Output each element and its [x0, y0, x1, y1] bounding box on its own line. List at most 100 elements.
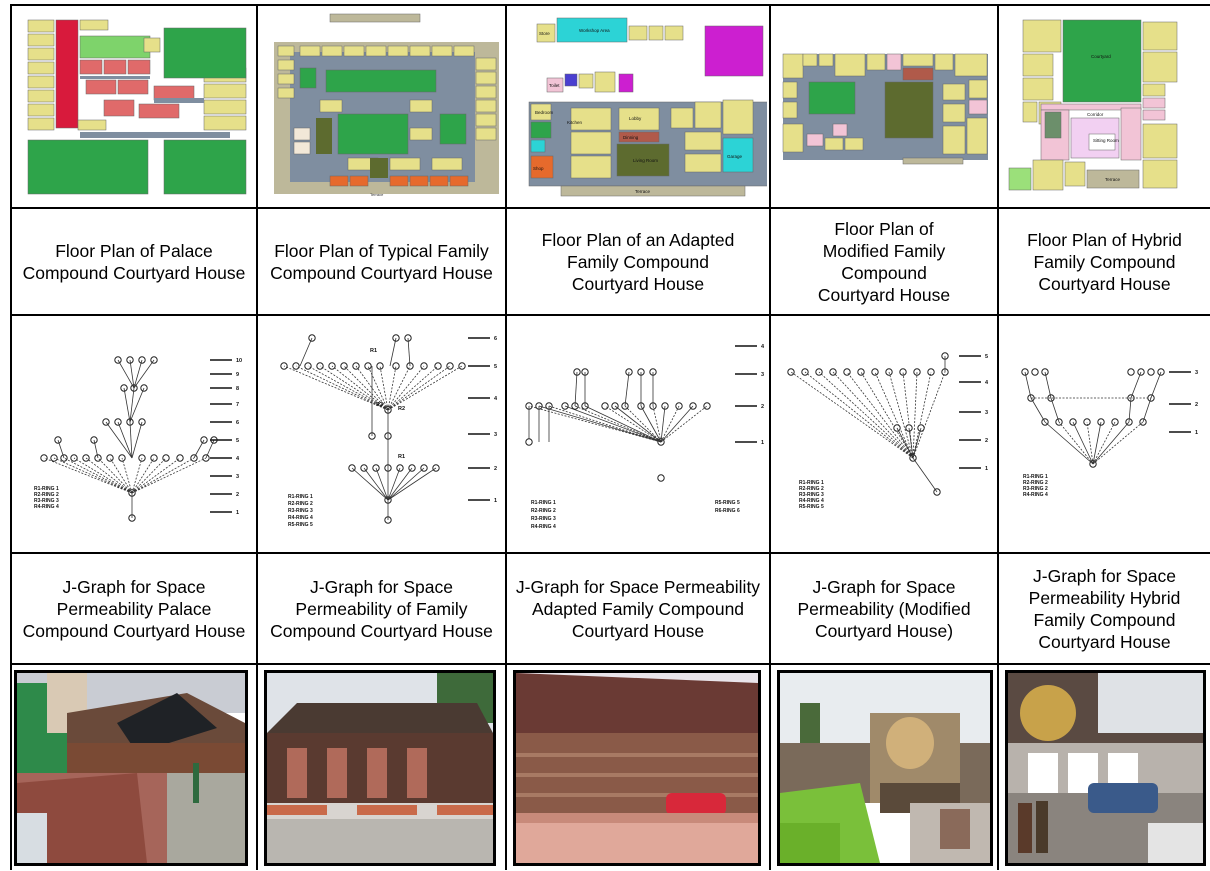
graph-edge — [846, 371, 914, 459]
graph-edge — [624, 371, 630, 407]
floor-plan-adapted-family: Store Workshop Area Kitchen Bedroom Lobb… — [509, 8, 767, 205]
ring-legend-item: R6-RING 6 — [715, 508, 740, 514]
graph-edge — [295, 365, 389, 411]
depth-number: 3 — [494, 432, 497, 438]
graph-node — [899, 368, 907, 376]
graph-edge — [387, 365, 463, 411]
ring-legend-item: R1-RING 1 — [288, 494, 313, 500]
graph-edge — [528, 405, 662, 443]
graph-edge — [387, 467, 437, 501]
graph-edge — [97, 457, 133, 494]
table-row-divider — [10, 314, 1210, 316]
depth-number: 3 — [761, 372, 764, 378]
graph-node — [1147, 368, 1155, 376]
ring-legend-item: R2-RING 2 — [799, 486, 824, 492]
graph-edge — [660, 405, 666, 443]
graph-edge — [331, 365, 389, 411]
graph-node — [657, 474, 665, 482]
graph-node — [150, 454, 158, 462]
graph-edge — [299, 337, 313, 367]
graph-edge — [367, 365, 389, 411]
caption-floor-plan-palace: Floor Plan of Palace Compound Courtyard … — [22, 240, 246, 283]
graph-edge — [121, 457, 133, 494]
table-border-left — [10, 4, 12, 870]
graph-edge — [604, 405, 662, 443]
graph-edge — [133, 359, 155, 389]
ring-legend-item: R3-RING 3 — [531, 516, 556, 522]
plan3-living-room-label: Living Room — [633, 158, 658, 163]
photo-palace-compound — [14, 670, 248, 866]
graph-edge — [818, 371, 914, 459]
graph-node — [458, 362, 466, 370]
table-row-divider — [10, 552, 1210, 554]
graph-edge — [538, 405, 662, 443]
depth-number: 9 — [236, 372, 239, 378]
graph-edge — [912, 371, 918, 459]
table-column-divider — [256, 4, 258, 870]
caption-j-graph-palace: J-Graph for Space Permeability Palace Co… — [22, 576, 246, 641]
depth-number: 3 — [236, 474, 239, 480]
graph-edge — [1086, 421, 1094, 465]
plan5-corridor-label: Corridor — [1087, 112, 1104, 117]
graph-edge — [363, 467, 389, 501]
graph-node — [1127, 368, 1135, 376]
graph-edge — [105, 421, 133, 459]
graph-edge — [912, 371, 946, 459]
graph-edge — [614, 405, 662, 443]
graph-node — [420, 362, 428, 370]
graph-edge — [660, 405, 694, 443]
graph-node — [871, 368, 879, 376]
photo-adapted-family-compound — [513, 670, 761, 866]
plan5-terrace-label: Terrace — [1105, 177, 1121, 182]
caption-j-graph-hybrid: J-Graph for Space Permeability Hybrid Fa… — [1028, 565, 1181, 652]
ring-tag: R2 — [398, 406, 405, 412]
ring-legend-item: R1-RING 1 — [799, 480, 824, 486]
graph-edge — [1024, 371, 1032, 399]
depth-number: 1 — [761, 440, 764, 446]
graph-edge — [1128, 397, 1132, 423]
plan3-toilet-label: Toilet — [549, 83, 560, 88]
plan3-workshop-label: Workshop Area — [579, 28, 610, 33]
graph-edge — [43, 457, 133, 494]
ring-legend-item: R3-RING 2 — [1023, 486, 1048, 492]
depth-number: 7 — [236, 402, 239, 408]
depth-number: 1 — [494, 498, 497, 504]
graph-edge — [1050, 397, 1060, 423]
graph-edge — [548, 405, 662, 443]
plan5-courtyard-label: Courtyard — [1091, 54, 1111, 59]
ring-legend-item: R2-RING 2 — [1023, 480, 1048, 486]
depth-number: 2 — [761, 404, 764, 410]
graph-edge — [790, 371, 914, 459]
graph-node — [525, 438, 533, 446]
floor-plan-hybrid: Courtyard Corridor Sitting Room Terrace — [1001, 8, 1208, 205]
ring-legend-item: R4-RING 4 — [531, 524, 556, 530]
ring-legend-item: R5-RING 5 — [799, 504, 824, 510]
caption-j-graph-modified: J-Graph for Space Permeability (Modified… — [797, 576, 971, 641]
graph-edge — [912, 427, 922, 459]
graph-edge — [63, 457, 133, 494]
graph-edge — [387, 365, 425, 411]
graph-edge — [387, 365, 411, 411]
plan3-kitchen-label: Kitchen — [567, 120, 583, 125]
table-row-divider — [10, 663, 1210, 665]
ring-tag: R3 — [376, 402, 383, 408]
graph-edge — [387, 467, 401, 501]
ring-legend-item: R4-RING 4 — [799, 498, 824, 504]
caption-floor-plan-typical: Floor Plan of Typical Family Compound Co… — [270, 240, 493, 283]
graph-edge — [912, 371, 932, 459]
graph-node — [376, 362, 384, 370]
depth-number: 2 — [236, 492, 239, 498]
ring-tag: R1 — [370, 348, 377, 354]
depth-number: 5 — [985, 354, 988, 360]
graph-edge — [93, 439, 99, 459]
graph-node — [857, 368, 865, 376]
comparison-table: Terrace — [10, 4, 1210, 870]
ring-legend-item: R4-RING 4 — [34, 504, 59, 510]
graph-edge — [387, 365, 439, 411]
depth-number: 2 — [985, 438, 988, 444]
depth-number: 3 — [985, 410, 988, 416]
